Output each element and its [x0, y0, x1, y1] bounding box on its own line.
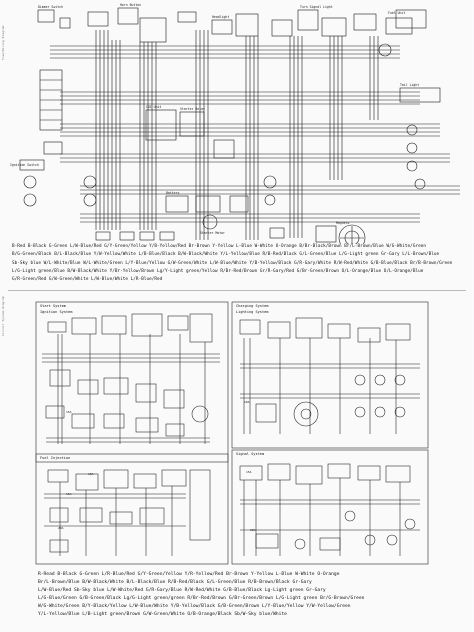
comp-label-2: Horn Button	[120, 3, 141, 7]
svg-text:Starter Motor: Starter Motor	[200, 231, 225, 235]
bottom-circuit-diagram	[35, 301, 429, 565]
bottom-legend-line: L/G-Blue/Green G/B-Green/Black Lg/G-Ligh…	[38, 595, 365, 601]
bottom-legend-line: W/G-White/Green B/Y-Black/Yellow L/W-Blu…	[38, 603, 351, 609]
top-legend-line: L/G-Light green/Blue B/W-Black/White Y/B…	[12, 268, 424, 274]
svg-text:Starter Relay: Starter Relay	[180, 107, 205, 111]
top-legend: B-Red B-Black G-Green L/W-Blue/Red G/Y-G…	[12, 243, 464, 284]
bottom-legend-line: Br/L-Brown/Blue B/W-Black/White B/L-Blac…	[38, 579, 312, 585]
comp-label-1: Dimmer Switch	[38, 5, 63, 9]
section-title-start: Start System	[40, 304, 66, 308]
page-divider	[8, 290, 466, 291]
svg-text:Battery: Battery	[166, 191, 180, 195]
bottom-legend: R-Read B-Black G-Green L/R-Blue/Red G/Y-…	[38, 571, 468, 618]
top-wiring-diagram: Dimmer Switch Horn Button Headlight Turn…	[10, 3, 460, 244]
bottom-legend-line: Y/L-Yellow/Blue L/B-Light green/Brown G/…	[38, 611, 287, 617]
section-title-lighting: Lighting System	[236, 310, 269, 314]
fuse-label: 20A	[58, 526, 64, 530]
bottom-legend-line: R-Read B-Black G-Green L/R-Blue/Red G/Y-…	[38, 572, 340, 577]
fuse-label: 15A	[246, 470, 252, 474]
bottom-legend-line: L/W-Blue/Red Sb-Sky blue L/W-White/Red G…	[38, 587, 326, 593]
svg-text:Magneto: Magneto	[336, 221, 350, 225]
fuse-label: 15A	[66, 410, 72, 414]
top-legend-line: B-Red B-Black G-Green L/W-Blue/Red G/Y-G…	[12, 244, 426, 249]
svg-text:Tail Light: Tail Light	[400, 83, 419, 87]
top-legend-line: G/R-Green/Red G/W-Green/White L/W-Blue/W…	[12, 277, 163, 283]
section-title-signal: Signal System	[236, 452, 265, 456]
svg-text:Headlight: Headlight	[212, 15, 229, 19]
top-legend-line: B/G-Green/Black B/L-Black/Blue Y/W-Yello…	[12, 252, 440, 258]
section-title-ignition: Ignition System	[40, 310, 73, 314]
section-title-fuel: Fuel Injection	[40, 456, 71, 460]
section-title-charging: Charging System	[236, 304, 269, 308]
svg-text:Fuel Unit: Fuel Unit	[388, 11, 405, 15]
svg-text:Ignition Switch: Ignition Switch	[10, 163, 39, 167]
fuse-label: 15A	[66, 492, 72, 496]
fuse-label: 20A	[250, 528, 256, 532]
top-legend-line: Sb-Sky blue W/L-White/Blue W/L-White/Gre…	[12, 260, 453, 266]
svg-text:CDI Unit: CDI Unit	[146, 105, 161, 109]
fuse-label: 10A	[244, 400, 250, 404]
svg-text:Turn Signal Light: Turn Signal Light	[300, 5, 333, 9]
fuse-label: 10A	[88, 472, 94, 476]
